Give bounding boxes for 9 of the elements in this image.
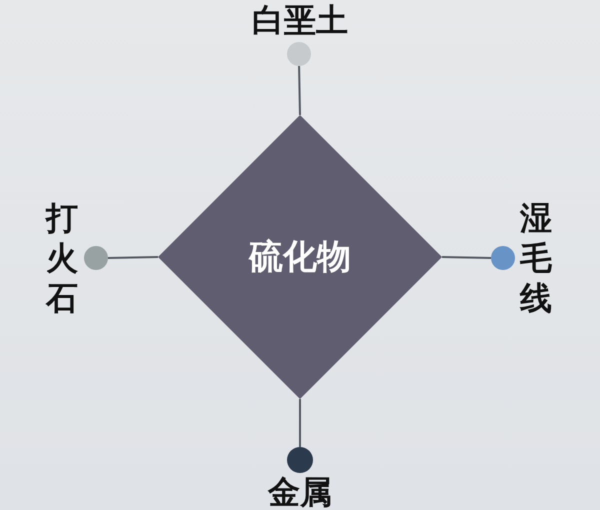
connector-line xyxy=(299,399,301,447)
node-label: 湿毛线 xyxy=(519,198,553,318)
connector-line xyxy=(442,256,492,259)
node-label: 白垩土 xyxy=(252,3,348,37)
decision-diamond: 硫化物 xyxy=(158,115,442,399)
connector-line xyxy=(108,256,158,259)
node-label: 打火石 xyxy=(45,198,79,318)
connector-line xyxy=(298,66,301,116)
node-label: 金属 xyxy=(268,475,332,509)
